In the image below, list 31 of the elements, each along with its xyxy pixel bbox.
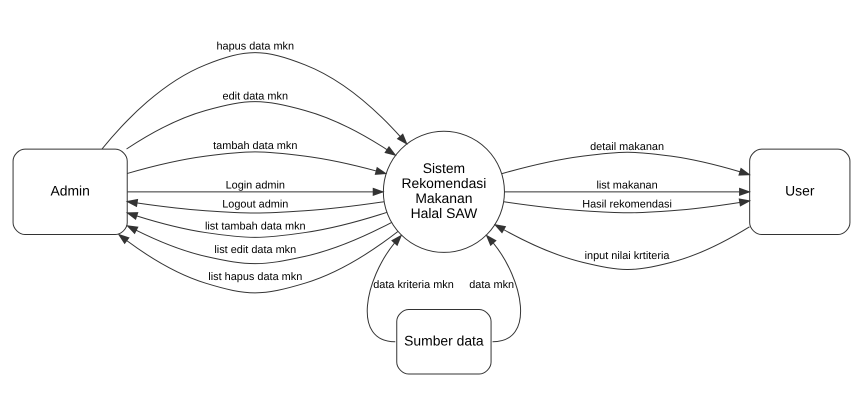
edge-label: list hapus data mkn <box>208 270 302 283</box>
edge-label: Logout admin <box>222 198 288 210</box>
arrow <box>101 52 408 150</box>
edge-label: detail makanan <box>590 140 664 152</box>
arrow <box>504 187 751 196</box>
edge-label: list tambah data mkn <box>204 220 306 232</box>
edge-label: list edit data mkn <box>214 244 296 256</box>
arrow <box>126 150 388 174</box>
edge-label: tambah data mkn <box>213 139 298 152</box>
arrow <box>126 100 397 156</box>
arrow <box>118 230 398 293</box>
arrow <box>486 234 521 342</box>
edge-label: edit data mkn <box>222 90 288 102</box>
arrow <box>127 187 385 196</box>
edge-label: hapus data mkn <box>216 40 294 52</box>
node-box: Admin <box>12 148 128 235</box>
arrow <box>503 198 752 213</box>
arrow <box>126 198 384 213</box>
node-box: Sumber data <box>396 308 492 374</box>
edge-label: data kriteria mkn <box>373 278 454 290</box>
arrow <box>494 224 750 270</box>
edge-label: data mkn <box>469 278 514 290</box>
edge-label: Login admin <box>226 179 286 192</box>
edge-label: list makanan <box>596 179 658 192</box>
edge-label: Hasil rekomendasi <box>582 198 672 210</box>
arrow <box>502 151 751 176</box>
arrow <box>126 211 388 238</box>
arrow <box>126 222 392 264</box>
arrow <box>366 234 402 342</box>
node-box: User <box>749 148 850 235</box>
edge-label: input nilai krtiteria <box>584 250 670 262</box>
